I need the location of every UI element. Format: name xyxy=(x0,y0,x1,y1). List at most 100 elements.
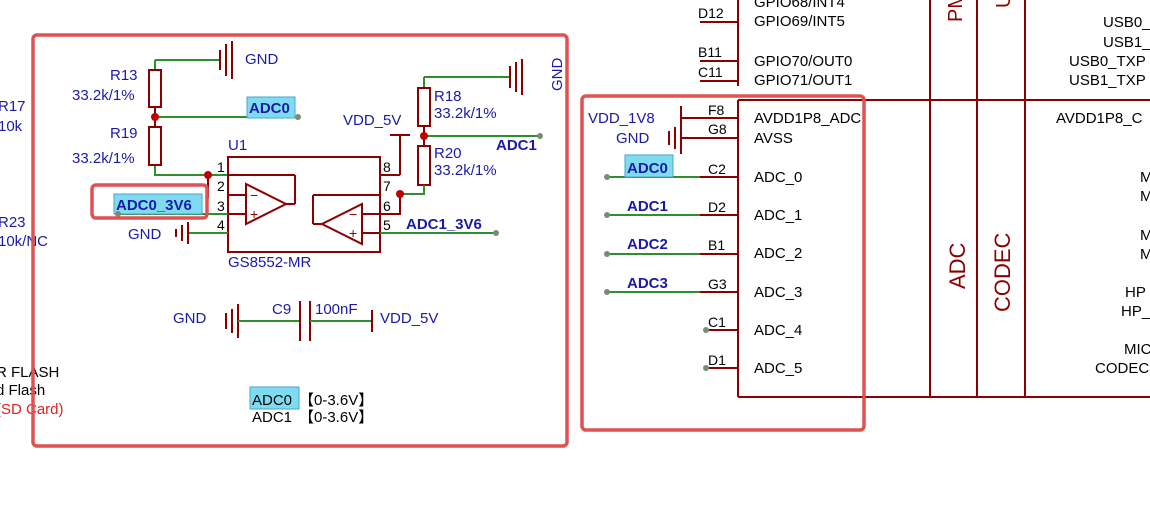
vdd-symbol-u1 xyxy=(380,134,410,176)
gnd-symbol-top xyxy=(219,41,233,79)
soc-gnd-label: GND xyxy=(616,130,650,147)
gpio69-name: GPIO69/INT5 xyxy=(754,13,845,30)
gnd-label-u1: GND xyxy=(128,226,162,243)
r13-value: 33.2k/1% xyxy=(72,87,135,104)
section-pm-label: PM xyxy=(945,0,967,22)
junction-u1-pin1 xyxy=(204,171,212,179)
pin-adc2-name: ADC_2 xyxy=(754,245,802,262)
note-adc1-net: ADC1 xyxy=(252,409,292,426)
gpio70-ball: B11 xyxy=(698,44,722,60)
r19-ref: R19 xyxy=(110,125,138,142)
adc3-soc-net-label[interactable]: ADC3 xyxy=(627,275,668,292)
r13-resistor xyxy=(148,69,162,108)
gnd-symbol-right xyxy=(509,59,523,95)
adc0-net-highlight xyxy=(246,96,296,119)
adc1-3v6-net-end xyxy=(493,230,499,236)
adc0-soc-net-label[interactable]: ADC0 xyxy=(627,160,668,177)
adc-pin-1: ADC1 D2 ADC_1 xyxy=(604,198,802,224)
gnd-label-right: GND xyxy=(549,58,566,92)
u1-pin-7: 7 xyxy=(383,178,391,194)
pin-adc5-name: ADC_5 xyxy=(754,360,802,377)
adc0-3v6-highlight-box xyxy=(90,183,209,220)
adc0-3v6-net-label[interactable]: ADC0_3V6 xyxy=(116,197,192,214)
r18-value: 33.2k/1% xyxy=(434,105,497,122)
pin-c1-ball: C1 xyxy=(708,314,726,330)
gpio68-name: GPIO68/INT4 xyxy=(754,0,845,11)
adc1-3v6-net-label[interactable]: ADC1_3V6 xyxy=(406,216,482,233)
pin-adc4-name: ADC_4 xyxy=(754,322,802,339)
r23-value: 10k/NC xyxy=(0,233,48,250)
adc-pin-5: D1 ADC_5 xyxy=(703,352,802,377)
c9-capacitor xyxy=(299,301,311,341)
right-signal-hp1: HP xyxy=(1125,284,1146,301)
gnd-symbol-u1 xyxy=(175,222,189,244)
right-signal-codec: CODEC xyxy=(1095,360,1149,377)
pin-adc3-name: ADC_3 xyxy=(754,284,802,301)
adc-pin-2: ADC2 B1 ADC_2 xyxy=(604,236,802,262)
right-signal-avdd: AVDD1P8_C xyxy=(1056,110,1143,127)
adc-front-end-highlight-box xyxy=(31,33,569,448)
u1-amplifier-b: − + xyxy=(312,194,380,246)
gpio71-ball: C11 xyxy=(698,64,723,80)
r19-resistor xyxy=(148,126,162,166)
adc2-soc-net-label[interactable]: ADC2 xyxy=(627,236,668,253)
r17-value: 10k xyxy=(0,118,23,135)
u1-pin-3: 3 xyxy=(217,198,225,214)
pin-f8-ball: F8 xyxy=(708,102,725,118)
u1-pin-6: 6 xyxy=(383,198,391,214)
adc0-3v6-net-end xyxy=(115,211,121,217)
adc-pin-4: C1 ADC_4 xyxy=(703,314,802,339)
section-u-label: U xyxy=(993,0,1015,8)
svg-text:+: + xyxy=(250,206,258,222)
gpio71-name: GPIO71/OUT1 xyxy=(754,72,852,89)
gnd-label-c9: GND xyxy=(173,310,207,327)
u1-pin-4: 4 xyxy=(217,217,225,233)
pin-g3-ball: G3 xyxy=(708,276,727,292)
adc0-soc-net-highlight xyxy=(624,154,674,178)
junction-r18-r20 xyxy=(420,132,428,140)
pin-d2-ball: D2 xyxy=(708,199,726,215)
note-adc1-range: 【0-3.6V】 xyxy=(299,409,373,426)
pin-c2-ball: C2 xyxy=(708,161,726,177)
pin-adc0-name: ADC_0 xyxy=(754,169,802,186)
adc-pin-3: ADC3 G3 ADC_3 xyxy=(604,275,802,301)
adc1-net-label[interactable]: ADC1 xyxy=(496,137,537,154)
svg-text:−: − xyxy=(250,187,258,203)
pin-d1-ball: D1 xyxy=(708,352,726,368)
vdd-5v-label-c9: VDD_5V xyxy=(380,310,438,327)
adc0-net-label[interactable]: ADC0 xyxy=(249,100,290,117)
right-signal-m4: M xyxy=(1140,246,1150,263)
adc1-net-end xyxy=(537,133,543,139)
u1-pin-5: 5 xyxy=(383,217,391,233)
gpio70-name: GPIO70/OUT0 xyxy=(754,53,852,70)
pin-f8-name: AVDD1P8_ADC xyxy=(754,110,861,127)
c9-value: 100nF xyxy=(315,301,358,318)
r20-resistor xyxy=(417,145,431,186)
note-adc0-range: 【0-3.6V】 xyxy=(299,392,373,409)
adc-pin-0: ADC0 C2 ADC_0 xyxy=(604,154,802,186)
svg-text:+: + xyxy=(349,225,357,241)
r18-ref: R18 xyxy=(434,88,462,105)
section-adc-label: ADC xyxy=(945,242,970,289)
u1-pin-8: 8 xyxy=(383,159,391,175)
right-signal-usb1: USB1_ xyxy=(1103,34,1150,51)
right-signal-m2: M xyxy=(1140,188,1150,205)
right-signal-usb1-txp: USB1_TXP xyxy=(1069,72,1146,89)
adc0-net-end xyxy=(295,114,301,120)
vdd-1v8-label: VDD_1V8 xyxy=(588,110,655,127)
soc-gnd-symbol xyxy=(668,122,738,154)
right-signal-m3: M xyxy=(1140,227,1150,244)
adc-front-end: GND R13 33.2k/1% R19 33.2k/1% ADC0 U1 GS… xyxy=(31,33,569,448)
u1-pin-1: 1 xyxy=(217,159,225,175)
r20-ref: R20 xyxy=(434,145,462,162)
right-signal-usb0-txp: USB0_TXP xyxy=(1069,53,1146,70)
r18-resistor xyxy=(417,87,431,127)
wire-pin7-pin6 xyxy=(380,194,401,215)
svg-text:−: − xyxy=(349,206,357,222)
adc1-soc-net-label[interactable]: ADC1 xyxy=(627,198,668,215)
note-adc0-net: ADC0 xyxy=(252,392,292,409)
right-signal-m1: M xyxy=(1140,169,1150,186)
r20-value: 33.2k/1% xyxy=(434,162,497,179)
r17-ref: R17 xyxy=(0,98,26,115)
